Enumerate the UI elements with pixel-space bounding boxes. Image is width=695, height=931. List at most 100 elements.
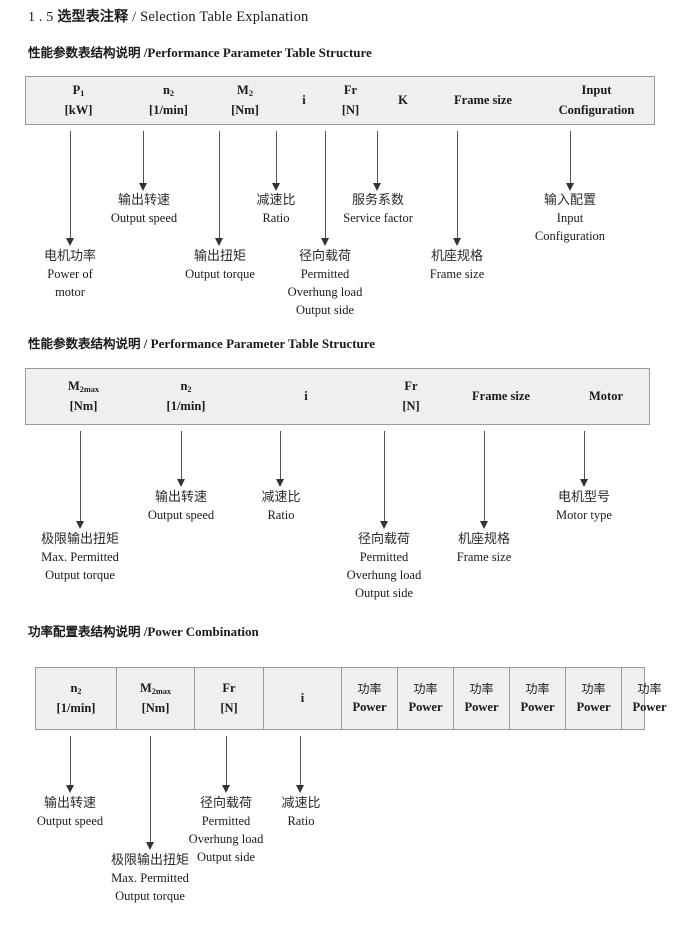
table3-col-i-symbol: i: [300, 690, 305, 705]
table2-col-frame-size: Frame size: [441, 369, 561, 424]
section-heading-3-cn: 功率配置表结构说明: [28, 624, 141, 639]
arrow-to-ratio: [272, 131, 281, 191]
arrow-to-motor-type: [580, 431, 589, 487]
arrow-to-ratio-2: [276, 431, 285, 487]
table3-col-fr-unit: [N]: [220, 700, 238, 715]
section-heading-2-cn: 性能参数表结构说明: [28, 336, 141, 351]
label-output-speed-2-en: Output speed: [147, 508, 215, 523]
section-heading-1-en: Performance Parameter Table Structure: [147, 45, 372, 60]
performance-table-2-header: M2max [Nm] n2 [1/min] i Fr [N] Frame siz…: [25, 368, 650, 425]
table1-col-fr: Fr [N]: [324, 77, 377, 124]
table3-col-power-4-cn: 功率: [525, 681, 550, 696]
table3-col-m2max-symbol: M2max: [139, 681, 172, 696]
table1-col-m2: M2 [Nm]: [206, 77, 284, 124]
section-heading-3-en: Power Combination: [147, 624, 259, 639]
label-frame-size-1: 机座规格 Frame size: [430, 248, 485, 284]
power-combination-table-header: n2 [1/min] M2max [Nm] Fr [N] i 功率 Power …: [35, 667, 667, 730]
label-max-permitted-output-torque-3: 极限输出扭矩 Max. Permitted Output torque: [111, 852, 189, 906]
table2-col-motor-symbol: Motor: [588, 388, 623, 403]
label-max-permitted-output-torque-2-en-2: Output torque: [45, 568, 115, 583]
section-heading-1-sep: /: [143, 45, 148, 60]
label-overhung-load-3-en-1: Permitted: [201, 814, 251, 829]
table1-col-frame-size-symbol: Frame size: [454, 92, 512, 107]
section-heading-1: 性能参数表结构说明 /Performance Parameter Table S…: [28, 42, 372, 61]
label-ratio-2-cn: 减速比: [261, 490, 301, 505]
table3-col-power-4-en: Power: [520, 700, 555, 715]
arrow-to-max-permitted-output-torque-3: [146, 736, 155, 850]
label-overhung-load-2-en-1: Permitted: [359, 550, 409, 565]
label-output-torque-cn: 输出扭矩: [193, 249, 247, 264]
table1-col-input-configuration-line2: Configuration: [558, 102, 635, 117]
label-output-speed-1: 输出转速 Output speed: [111, 192, 177, 228]
table1-col-k-symbol: K: [398, 92, 408, 107]
arrow-to-service-factor: [373, 131, 382, 191]
table1-col-i-symbol: i: [302, 92, 306, 107]
table1-col-input-configuration-line1: Input: [581, 83, 612, 98]
label-ratio-1-en: Ratio: [262, 211, 290, 226]
label-max-permitted-output-torque-2: 极限输出扭矩 Max. Permitted Output torque: [41, 531, 119, 585]
label-power-of-motor-cn: 电机功率: [43, 249, 97, 264]
table3-col-power-5-cn: 功率: [581, 681, 606, 696]
page-title-separator: /: [132, 10, 137, 25]
table2-col-n2-unit: [1/min]: [166, 398, 206, 413]
table3-col-power-2-en: Power: [408, 700, 443, 715]
table3-col-i: i: [263, 668, 341, 729]
table3-col-fr: Fr [N]: [194, 668, 263, 729]
label-motor-type-cn: 电机型号: [557, 490, 610, 505]
label-power-of-motor: 电机功率 Power of motor: [44, 248, 96, 302]
table3-col-m2max: M2max [Nm]: [116, 668, 194, 729]
label-output-speed-3: 输出转速 Output speed: [37, 795, 103, 831]
table1-col-n2: n2 [1/min]: [131, 77, 206, 124]
arrow-to-max-permitted-output-torque-2: [76, 431, 85, 529]
table3-col-power-5: 功率 Power: [565, 668, 621, 729]
label-max-permitted-output-torque-3-en-1: Max. Permitted: [111, 871, 189, 886]
label-ratio-1-cn: 减速比: [256, 193, 296, 208]
table1-col-p1-unit: [kW]: [64, 102, 93, 117]
arrow-to-permitted-overhung-load-3: [222, 736, 231, 793]
arrow-to-power-of-motor: [66, 131, 75, 246]
table3-col-fr-symbol: Fr: [222, 681, 236, 696]
section-heading-2: 性能参数表结构说明 / Performance Parameter Table …: [28, 333, 375, 352]
section-heading-1-cn: 性能参数表结构说明: [28, 45, 141, 60]
label-overhung-load-1-cn: 径向载荷: [298, 249, 352, 264]
table3-col-power-1: 功率 Power: [341, 668, 397, 729]
label-frame-size-2: 机座规格 Frame size: [457, 531, 512, 567]
label-input-configuration-en-2: Configuration: [534, 229, 606, 244]
label-output-speed-3-cn: 输出转速: [43, 796, 96, 811]
label-overhung-load-1-en-2: Overhung load: [287, 285, 363, 300]
label-output-torque-en: Output torque: [185, 267, 255, 282]
table2-col-n2-symbol: n2: [180, 379, 192, 394]
label-service-factor-en: Service factor: [343, 211, 413, 226]
label-service-factor-cn: 服务系数: [351, 193, 405, 208]
section-heading-3-sep: /: [143, 624, 148, 639]
table2-col-m2max-unit: [Nm]: [69, 398, 98, 413]
performance-table-1-header: P1 [kW] n2 [1/min] M2 [Nm] i Fr [N] K Fr…: [25, 76, 655, 125]
label-max-permitted-output-torque-3-en-2: Output torque: [115, 889, 185, 904]
table1-col-n2-symbol: n2: [162, 83, 175, 98]
arrow-to-output-torque: [215, 131, 224, 246]
label-max-permitted-output-torque-3-cn: 极限输出扭矩: [110, 853, 190, 868]
arrow-to-ratio-3: [296, 736, 305, 793]
table3-col-power-2: 功率 Power: [397, 668, 453, 729]
table1-col-n2-unit: [1/min]: [149, 102, 188, 117]
page-title: 1 . 5 选型表注释 / Selection Table Explanatio…: [28, 6, 308, 26]
table3-col-power-5-en: Power: [576, 700, 611, 715]
section-heading-2-en: Performance Parameter Table Structure: [150, 336, 376, 351]
arrow-to-output-speed-3: [66, 736, 75, 793]
label-power-of-motor-en-2: motor: [55, 285, 85, 300]
table3-col-m2max-unit: [Nm]: [141, 700, 170, 715]
table1-col-i: i: [284, 77, 324, 124]
table3-col-n2-symbol: n2: [70, 681, 82, 696]
label-overhung-load-2: 径向载荷 Permitted Overhung load Output side: [347, 531, 422, 603]
label-overhung-load-3-en-2: Overhung load: [188, 832, 264, 847]
label-max-permitted-output-torque-2-cn: 极限输出扭矩: [40, 532, 120, 547]
table2-col-m2max-symbol: M2max: [67, 379, 100, 394]
label-overhung-load-1-en-3: Output side: [296, 302, 354, 317]
arrow-to-frame-size: [453, 131, 462, 246]
label-max-permitted-output-torque-2-en-1: Max. Permitted: [41, 550, 119, 565]
table2-col-fr: Fr [N]: [381, 369, 441, 424]
table1-col-m2-symbol: M2: [237, 83, 253, 98]
label-ratio-1: 减速比 Ratio: [256, 192, 295, 228]
table1-col-p1-symbol: P1: [72, 83, 85, 98]
